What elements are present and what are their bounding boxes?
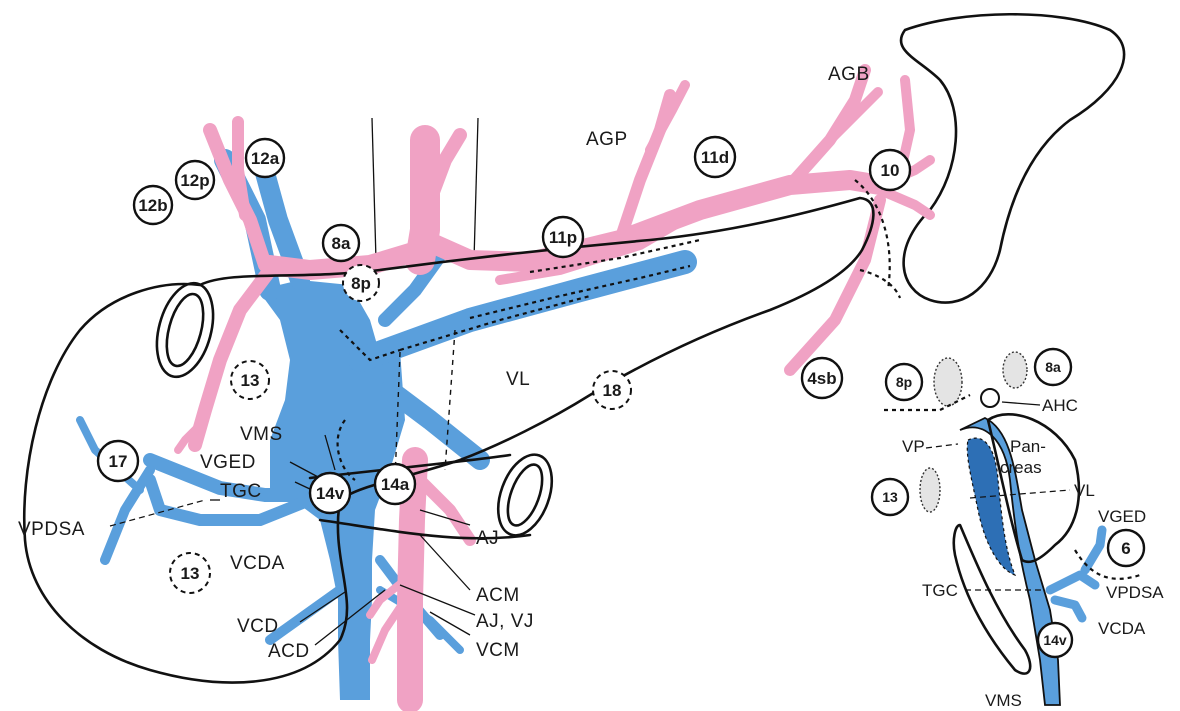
inset-vcda-vein [1055, 600, 1082, 618]
node-13-lower: 13 [170, 553, 210, 593]
svg-text:6: 6 [1121, 539, 1130, 558]
node-12p: 12p [176, 161, 214, 199]
label-acm: ACM [476, 585, 520, 606]
inset-label-vms: VMS [985, 691, 1022, 710]
node-8p: 8p [343, 265, 379, 301]
node-11d: 11d [695, 137, 735, 177]
main-diagram: AGB AGP VL VMS VGED TGC VPDSA VCDA AJ AC… [18, 14, 1124, 700]
inset-cross-section: 8p 8a AHC Pan- creas VL VP [872, 349, 1164, 710]
aorta-left-line [372, 118, 376, 260]
label-vms: VMS [240, 424, 283, 445]
label-agb: AGB [828, 64, 870, 85]
node-8a: 8a [323, 225, 359, 261]
svg-text:10: 10 [881, 161, 900, 180]
inset-label-vpdsa: VPDSA [1106, 583, 1164, 602]
svg-text:8p: 8p [896, 374, 912, 390]
label-vged: VGED [200, 452, 256, 473]
node-11p: 11p [543, 217, 583, 257]
label-vl: VL [506, 369, 530, 390]
colon-ring-inner [501, 460, 549, 530]
svg-text:13: 13 [181, 564, 200, 583]
inset-stippled-node-1 [934, 358, 962, 406]
svg-text:12a: 12a [251, 149, 280, 168]
label-aj-vj: AJ, VJ [476, 611, 534, 632]
gastroepiploic-branch [790, 200, 880, 370]
aj-artery [420, 480, 470, 540]
node-17: 17 [98, 441, 138, 481]
node-12b: 12b [134, 186, 172, 224]
inset-node-14v: 14v [1038, 623, 1072, 657]
splenic-artery-branch-up [790, 70, 865, 185]
node-10: 10 [870, 150, 910, 190]
node-4sb: 4sb [802, 358, 842, 398]
inset-label-pancreas-2: creas [1000, 458, 1042, 477]
hepatic-branch-2 [238, 122, 245, 215]
svg-text:4sb: 4sb [807, 369, 836, 388]
svg-text:8a: 8a [1045, 359, 1061, 375]
inset-label-vcda: VCDA [1098, 619, 1146, 638]
label-aj: AJ [476, 528, 499, 549]
splenic-artery [425, 180, 880, 262]
inset-node-13: 13 [872, 479, 908, 515]
inset-vged-vein [1085, 530, 1102, 570]
vcd-vein [270, 590, 340, 640]
dashed-spleen-edge-2 [860, 270, 900, 298]
label-vpdsa: VPDSA [18, 519, 85, 540]
svg-text:12p: 12p [180, 171, 209, 190]
label-tgc: TGC [220, 481, 262, 502]
svg-text:17: 17 [109, 452, 128, 471]
svg-text:11p: 11p [549, 228, 577, 247]
inset-vpdsa-vein [1050, 575, 1095, 590]
label-agp: AGP [586, 129, 628, 150]
splenic-hilar-2 [880, 190, 930, 215]
svg-text:14a: 14a [381, 475, 410, 494]
inset-node-6: 6 [1108, 530, 1144, 566]
svg-text:14v: 14v [316, 484, 345, 503]
label-vcda: VCDA [230, 553, 285, 574]
svg-text:12b: 12b [138, 196, 167, 215]
inset-ahc-ring [981, 389, 999, 407]
node-18: 18 [593, 371, 631, 409]
svg-text:14v: 14v [1043, 632, 1067, 648]
svg-text:18: 18 [603, 381, 622, 400]
svg-text:8p: 8p [351, 274, 371, 293]
inset-label-vp: VP [902, 437, 925, 456]
svg-text:8a: 8a [332, 234, 351, 253]
inset-stippled-node-2 [1003, 352, 1027, 388]
node-12a: 12a [246, 139, 284, 177]
inset-stippled-node-3 [920, 468, 940, 512]
svg-text:11d: 11d [701, 148, 729, 167]
label-vcd: VCD [237, 616, 279, 637]
node-13-upper: 13 [231, 361, 269, 399]
label-vcm: VCM [476, 640, 520, 661]
dashed-splenic-vein [470, 266, 690, 318]
inset-label-pancreas-1: Pan- [1010, 437, 1046, 456]
inset-label-vl: VL [1074, 481, 1095, 500]
inset-label-tgc: TGC [922, 581, 958, 600]
aorta-right-line [474, 118, 478, 260]
inset-label-vged: VGED [1098, 507, 1146, 526]
node-14v: 14v [310, 473, 350, 513]
svg-text:13: 13 [241, 371, 260, 390]
inset-node-8a: 8a [1035, 349, 1071, 385]
inset-label-ahc: AHC [1042, 396, 1078, 415]
node-14a: 14a [375, 464, 415, 504]
inset-node-8p: 8p [886, 364, 922, 400]
svg-text:13: 13 [882, 489, 898, 505]
label-acd: ACD [268, 641, 310, 662]
